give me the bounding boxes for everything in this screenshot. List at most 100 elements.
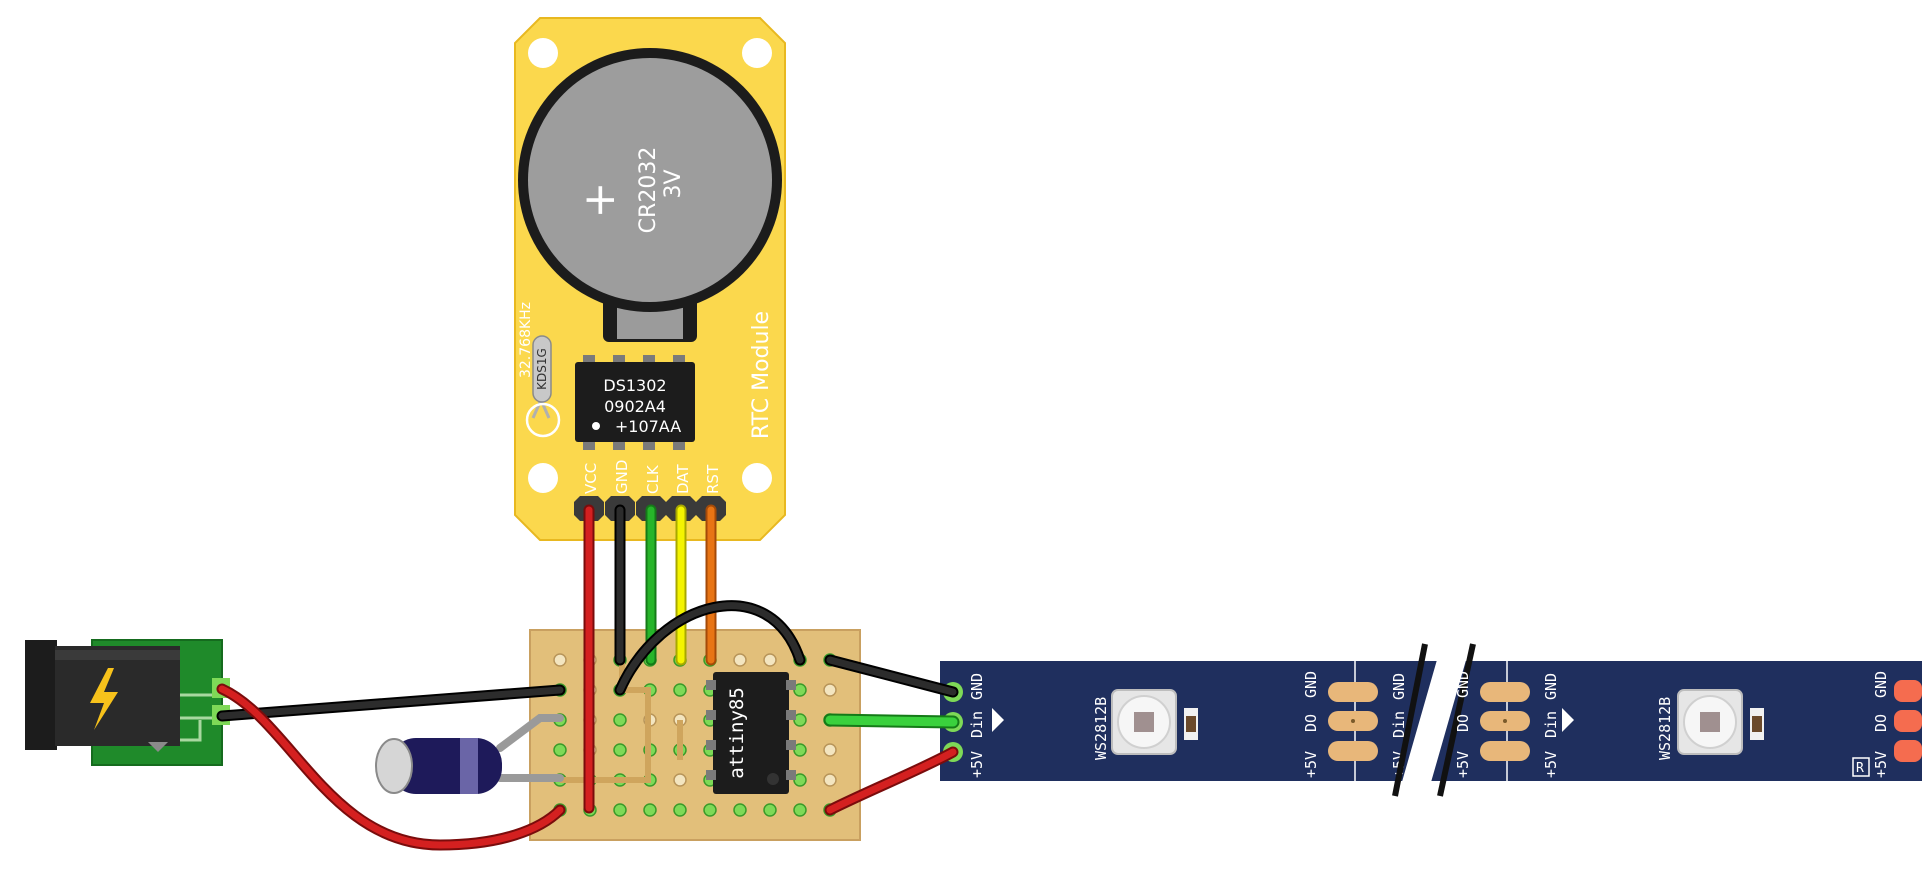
wire-strip-data-green	[825, 715, 958, 727]
attiny85-chip: attiny85	[713, 672, 789, 794]
strip-out-label-gnd: GND	[1872, 671, 1890, 698]
stripboard-hole	[823, 773, 837, 787]
strip-pad-label-5v: +5V	[968, 751, 986, 778]
rtc-module-label: RTC Module	[749, 311, 774, 439]
ds1302-pin1-dot	[592, 422, 600, 430]
wire-strip-gnd-black	[826, 656, 957, 696]
solder-pad	[1328, 682, 1378, 702]
lightning-icon	[90, 668, 118, 730]
strip-pad-label-din: Din	[1542, 711, 1560, 738]
led-chip-label: WS2812B	[1656, 697, 1674, 760]
wires	[216, 504, 960, 851]
pin-label-rst: RST	[704, 464, 722, 494]
strip-pad-label-5v: +5V	[1542, 751, 1560, 778]
battery-voltage-label: 3V	[661, 169, 686, 198]
jack-pcb-traces	[180, 693, 212, 742]
wire-gnd-jumper-black	[616, 602, 804, 694]
data-direction-arrow	[1562, 708, 1574, 732]
jack-foot	[148, 742, 168, 752]
strip-out-label-do: DO	[1872, 714, 1890, 732]
stripboard-hole	[733, 803, 747, 817]
stripboard-pcb	[529, 629, 861, 841]
wire-jack-gnd-black	[218, 686, 564, 720]
solder-pad	[1480, 741, 1530, 761]
strip-output-pad	[1894, 680, 1922, 702]
solder-pad	[1328, 741, 1378, 761]
stripboard-hole	[673, 683, 687, 697]
stripboard-hole	[553, 743, 567, 757]
strip-break-gap	[1398, 641, 1470, 801]
stripboard-hole	[703, 803, 717, 817]
ds1302-label-line1: DS1302	[603, 376, 666, 395]
jack-body	[55, 646, 180, 746]
rtc-module: + CR2032 3V 32.768KHz KDS1G DS1302 0902A…	[514, 17, 786, 541]
coin-battery	[528, 58, 772, 302]
rtc-mount-hole	[528, 38, 558, 68]
stripboard-hole	[673, 773, 687, 787]
led-capacitor-body	[1186, 716, 1196, 732]
stripboard-hole	[673, 803, 687, 817]
capacitor-stripe	[460, 738, 478, 794]
manufacturer-logo	[1852, 757, 1870, 777]
jack-body-front	[25, 640, 57, 750]
data-direction-arrow	[992, 708, 1004, 732]
stripboard-hole	[613, 713, 627, 727]
jack-body-shade	[55, 650, 180, 660]
crystal	[532, 335, 552, 403]
pin-label-dat: DAT	[674, 464, 692, 494]
strip-out-label-do: DO	[1302, 714, 1320, 732]
crystal-frequency-label: 32.768KHz	[518, 302, 534, 378]
led-strip: +5V Din GND WS2812B +5V DO GND +5V Din G…	[940, 641, 1922, 801]
led-capacitor-body	[1752, 716, 1762, 732]
crystal-lead-loop	[525, 402, 561, 438]
rtc-mount-hole	[742, 38, 772, 68]
stripboard-hole	[613, 803, 627, 817]
attiny85-label: attiny85	[726, 687, 748, 779]
stripboard-hole	[733, 653, 747, 667]
attiny85-notch	[767, 773, 779, 785]
strip-out-label-do: DO	[1454, 714, 1472, 732]
electrolytic-capacitor	[375, 714, 564, 794]
strip-out-label-gnd: GND	[1454, 671, 1472, 698]
ds1302-label-line2: 0902A4	[604, 397, 666, 416]
strip-break-line	[1392, 643, 1428, 797]
stripboard-hole	[643, 803, 657, 817]
solder-pad	[1480, 682, 1530, 702]
capacitor-leg	[496, 714, 564, 752]
capacitor-top	[375, 738, 413, 794]
stripboard-hole	[823, 743, 837, 757]
solder-pad-dot	[1351, 719, 1355, 723]
strip-break-line	[1437, 643, 1476, 797]
wire-jack-vcc-red	[218, 685, 564, 849]
stripboard	[529, 629, 861, 841]
strip-out-label-5v: +5V	[1302, 751, 1320, 778]
ds1302-chip	[575, 362, 695, 442]
dc-power-jack	[25, 639, 230, 766]
ds1302-label-line3: +107AA	[615, 417, 681, 436]
stripboard-hole	[763, 653, 777, 667]
wire-strip-vcc-red	[826, 748, 957, 814]
strip-out-label-5v: +5V	[1872, 751, 1890, 778]
led-die	[1134, 712, 1154, 732]
attiny85-body	[713, 672, 789, 794]
crystal-mark-label: KDS1G	[535, 348, 549, 390]
stripboard-hole	[553, 653, 567, 667]
strip-pad-label-gnd: GND	[1390, 673, 1408, 700]
rtc-mount-hole	[528, 463, 558, 493]
strip-pad-label-gnd: GND	[1542, 673, 1560, 700]
strip-output-pad	[1894, 740, 1922, 762]
strip-output-pad	[1894, 710, 1922, 732]
stripboard-hole	[613, 743, 627, 757]
battery-plus-sign: +	[574, 182, 625, 219]
pin-label-gnd: GND	[613, 460, 631, 494]
strip-pad-label-din: Din	[968, 711, 986, 738]
manufacturer-logo-letter: R	[1856, 761, 1864, 776]
pin-label-vcc: VCC	[582, 463, 600, 494]
strip-pad-label-gnd: GND	[968, 673, 986, 700]
pin-label-clk: CLK	[644, 464, 662, 494]
strip-out-label-5v: +5V	[1454, 751, 1472, 778]
rtc-mount-hole	[742, 463, 772, 493]
strip-pad-label-din: Din	[1390, 711, 1408, 738]
battery-type-label: CR2032	[636, 147, 661, 234]
